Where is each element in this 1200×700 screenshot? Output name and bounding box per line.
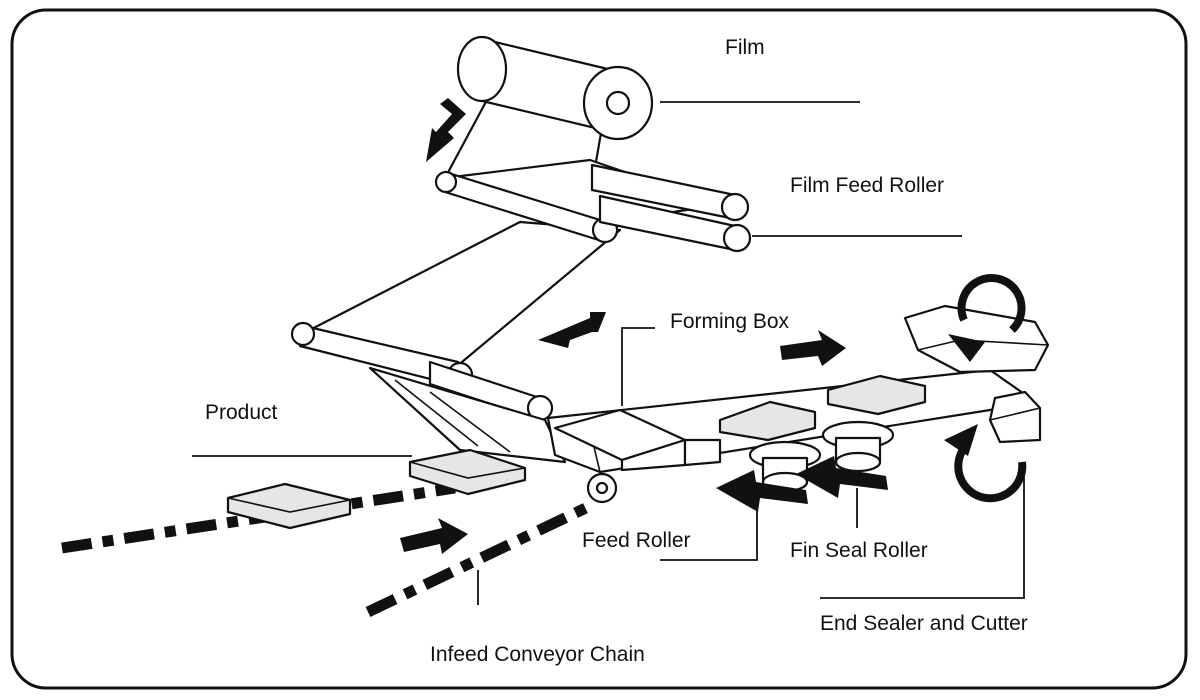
forming-shoulder	[368, 366, 567, 464]
feed-roller	[586, 472, 618, 504]
film-feed-roller-pair	[590, 163, 752, 253]
label-forming-box: Forming Box	[670, 310, 790, 333]
upper-guide-roller	[434, 170, 619, 244]
products-on-infeed	[226, 448, 527, 530]
end-sealer-and-cutter	[903, 304, 1050, 444]
label-product: Product	[205, 401, 278, 424]
label-feed-roller: Feed Roller	[582, 529, 691, 552]
lower-rotation-arrow-icon	[944, 424, 1027, 503]
tube-direction-arrow-icon	[780, 330, 846, 366]
label-film: Film	[725, 36, 765, 59]
label-film-feed-roller: Film Feed Roller	[790, 174, 945, 197]
film-direction-arrow-icon	[426, 98, 466, 162]
upper-rotation-arrow-icon	[948, 274, 1026, 362]
label-infeed-conveyor-chain: Infeed Conveyor Chain	[430, 643, 645, 666]
film-roll	[456, 35, 654, 141]
label-end-sealer-and-cutter: End Sealer and Cutter	[820, 612, 1028, 635]
fin-seal-direction-arrow-icon	[796, 456, 888, 498]
feed-direction-arrow-icon	[716, 470, 808, 512]
fin-seal-rollers	[748, 420, 895, 493]
label-fin-seal-roller: Fin Seal Roller	[790, 539, 928, 562]
forming-box	[553, 408, 722, 472]
leader-lines	[192, 101, 1025, 605]
infeed-direction-arrow-icon	[400, 518, 468, 554]
products-in-tube	[718, 374, 927, 442]
web-direction-arrow-icon	[538, 312, 606, 348]
